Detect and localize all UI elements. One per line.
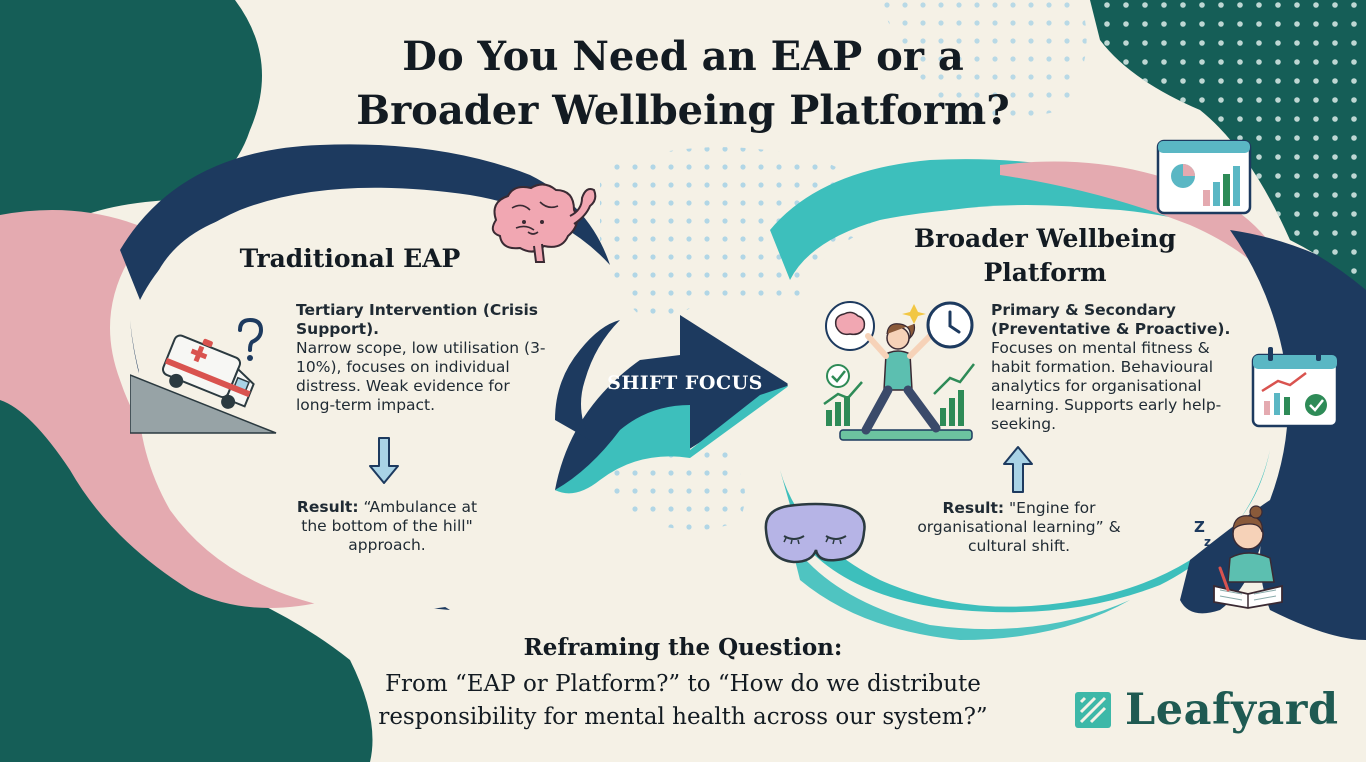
platform-title: Broader Wellbeing Platform [914,224,1176,287]
eap-body: Narrow scope, low utilisation (3-10%), f… [296,339,546,414]
platform-result: Result: "Engine for organisational learn… [912,499,1126,556]
platform-description: Primary & Secondary (Preventative & Proa… [991,301,1231,434]
eap-heading: Tertiary Intervention (Crisis Support). [296,301,538,338]
svg-text:Z: Z [1194,518,1205,536]
eap-result-label: Result: [296,498,359,516]
main-title: Do You Need an EAP or a Broader Wellbein… [283,30,1083,138]
brand-name: Leafyard [1125,685,1339,735]
dashboard-chart-icon [1156,139,1252,215]
platform-result-label: Result: [942,499,1005,517]
arrow-down-icon [369,437,399,484]
calendar-chart-icon [1251,347,1339,428]
svg-text:z: z [1204,535,1211,549]
reframing-text: From “EAP or Platform?” to “How do we di… [378,671,988,730]
platform-result-text: "Engine for organisational learning” & c… [917,499,1121,555]
journaling-person-icon: Z z [1194,505,1283,609]
yoga-person-icon [823,301,975,441]
title-line-2: Broader Wellbeing Platform? [356,87,1010,134]
ambulance-icon [130,334,277,434]
brand-logo: Leafyard [1073,680,1339,740]
reframing-heading: Reframing the Question: [523,634,843,661]
eap-title: Traditional EAP [239,244,461,273]
platform-heading: Primary & Secondary (Preventative & Proa… [991,301,1231,338]
clock-icon [926,301,974,349]
leafyard-logo-icon [1075,692,1111,728]
platform-body: Focuses on mental fitness & habit format… [991,339,1222,433]
brain-icon [491,183,597,263]
eap-description: Tertiary Intervention (Crisis Support). … [296,301,546,415]
arrow-up-icon [1003,446,1033,493]
question-mark-icon [238,318,264,361]
title-line-1: Do You Need an EAP or a [402,33,964,80]
eap-result: Result: “Ambulance at the bottom of the … [282,498,492,555]
sleep-mask-icon [764,502,866,564]
eap-result-text: “Ambulance at the bottom of the hill" ap… [301,498,478,554]
shift-focus-label: SHIFT FOCUS [607,372,763,394]
